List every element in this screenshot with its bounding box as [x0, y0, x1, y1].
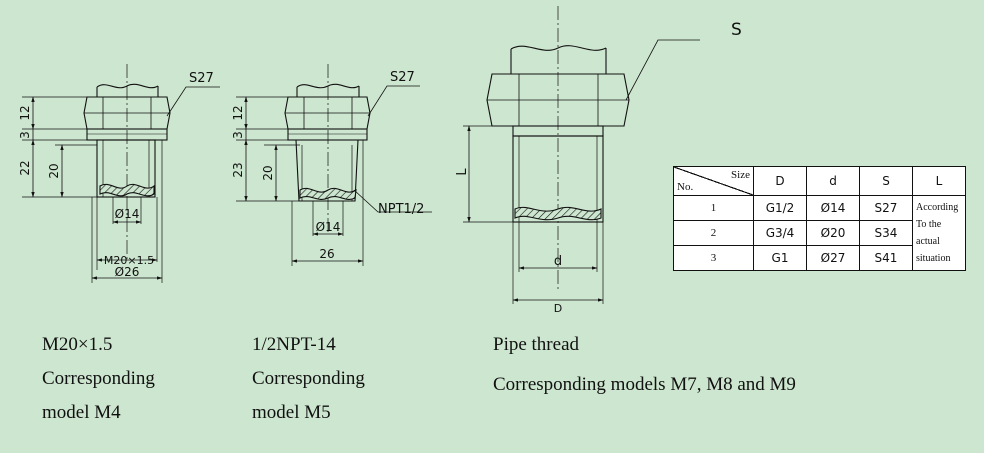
row-3-no: 3: [673, 245, 754, 271]
row-1-D: G1/2: [753, 195, 807, 221]
table-row: 1 G1/2 Ø14 S27 According To the actual s…: [673, 195, 966, 271]
row-2-no: 2: [673, 220, 754, 246]
pipe-l-label: L: [455, 168, 470, 176]
pipe-D-label: D: [554, 302, 562, 315]
m5-thread-label: NPT1/2: [378, 202, 424, 217]
drawing-pipe-thread: [463, 6, 700, 304]
m5-width-label: 26: [319, 247, 334, 261]
table-header-row: Size No. D d S L: [673, 166, 966, 196]
row-2-S: S34: [859, 220, 913, 246]
table-row: 3 G1 Ø27 S41: [673, 245, 966, 271]
row-1-S: S27: [859, 195, 913, 221]
drawing-m5: [236, 64, 432, 266]
drawing-m4: [22, 64, 220, 283]
row-1-d: Ø14: [806, 195, 860, 221]
row-1-no: 1: [673, 195, 754, 221]
pipe-s-label: S: [731, 20, 742, 40]
pipe-models-caption: Corresponding models M7, M8 and M9: [493, 374, 796, 395]
m5-bore-label: Ø14: [316, 220, 341, 234]
m4-h22-label: 22: [18, 160, 32, 175]
m4-h20-label: 20: [47, 163, 61, 178]
header-D: D: [753, 166, 807, 196]
m4-model-caption: model M4: [42, 402, 121, 423]
m4-thread-caption: M20×1.5: [42, 334, 113, 355]
note-line-2: To the actual: [916, 219, 942, 247]
row-L-note: According To the actual situation: [912, 195, 966, 271]
header-no-label: No.: [677, 181, 694, 193]
note-line-3: situation: [916, 253, 951, 264]
m5-corresponding-caption: Corresponding: [252, 368, 365, 389]
m5-model-caption: model M5: [252, 402, 331, 423]
header-S: S: [859, 166, 913, 196]
header-L: L: [912, 166, 966, 196]
header-diagonal-cell: Size No.: [673, 166, 754, 196]
m5-h3-label: 3: [231, 131, 245, 139]
row-2-D: G3/4: [753, 220, 807, 246]
pipe-thread-caption: Pipe thread: [493, 334, 580, 355]
m5-s-label: S27: [390, 70, 415, 85]
row-2-d: Ø20: [806, 220, 860, 246]
header-size-label: Size: [731, 169, 750, 181]
m4-bore-label: Ø14: [115, 207, 140, 221]
header-d: d: [806, 166, 860, 196]
pipe-d-label: d: [554, 254, 562, 269]
table-row: 2 G3/4 Ø20 S34: [673, 220, 966, 246]
m4-thread-label: M20×1.5: [104, 254, 154, 267]
m4-outer-label: Ø26: [115, 265, 140, 279]
m5-h23-label: 23: [231, 162, 245, 177]
note-line-1: According: [916, 202, 959, 213]
m5-h20-label: 20: [261, 165, 275, 180]
m4-h12-label: 12: [18, 105, 32, 120]
m4-s-label: S27: [189, 71, 214, 86]
row-3-d: Ø27: [806, 245, 860, 271]
size-table: Size No. D d S L 1 G1/2 Ø14 S27 Accordin…: [673, 166, 966, 271]
row-3-S: S41: [859, 245, 913, 271]
m4-corresponding-caption: Corresponding: [42, 368, 155, 389]
m5-thread-caption: 1/2NPT-14: [252, 334, 336, 355]
row-3-D: G1: [753, 245, 807, 271]
m5-h12-label: 12: [231, 105, 245, 120]
m4-h3-label: 3: [18, 131, 32, 139]
